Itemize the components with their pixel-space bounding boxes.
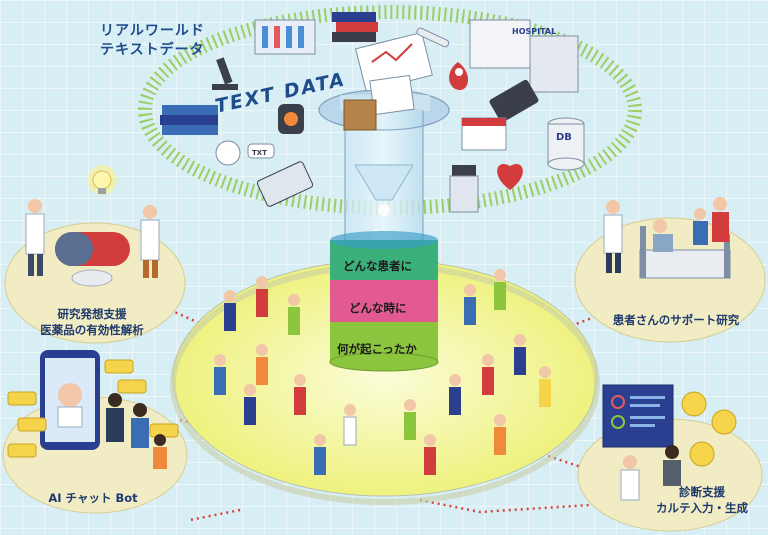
title-line-2: テキストデータ xyxy=(100,42,205,58)
smartphone-icon xyxy=(40,350,100,450)
test-tubes-icon xyxy=(254,19,316,55)
heart-monitor-icon xyxy=(497,164,523,190)
band-1 xyxy=(330,240,438,280)
crowd-figures xyxy=(214,269,551,475)
doctor-patient-figures xyxy=(620,445,681,501)
medicine-bottle-icon xyxy=(449,165,479,213)
drug-research-line-2: 医薬品の有効性解析 xyxy=(40,323,144,337)
capsule-icon xyxy=(55,232,130,287)
band-3-label: 何が起こったか xyxy=(337,342,417,356)
diagnosis-line-2: カルテ入力・生成 xyxy=(656,501,748,515)
db-label: DB xyxy=(556,132,572,143)
data-funnel-column xyxy=(318,74,450,372)
band-1-label: どんな患者に xyxy=(343,259,412,273)
tablet-device-icon xyxy=(256,161,314,207)
diagnosis-screen-icon xyxy=(602,384,737,467)
thermometer-icon xyxy=(416,27,450,48)
txt-label: TXT xyxy=(252,149,267,157)
hospital-label: HOSPITAL xyxy=(512,27,556,36)
band-2-label: どんな時に xyxy=(349,301,407,315)
calendar-icon xyxy=(461,117,507,151)
database-icon: DB xyxy=(547,117,585,171)
lightbulb-icon xyxy=(87,165,117,195)
patient-support-label: 患者さんのサポート研究 xyxy=(612,313,740,327)
book-stack-icon xyxy=(160,105,218,135)
drug-research-label: 研究発想支援 医薬品の有効性解析 xyxy=(12,306,172,338)
band-2 xyxy=(330,280,438,322)
title-line-1: リアルワールド xyxy=(100,23,205,39)
diagnosis-label: 診断支援 カルテ入力・生成 xyxy=(640,484,764,516)
hospital-icon: HOSPITAL xyxy=(469,19,579,93)
smartwatch-icon xyxy=(278,104,304,134)
drug-research-line-1: 研究発想支援 xyxy=(57,307,127,321)
chat-bubble-icons xyxy=(7,359,179,458)
caregiver-figures xyxy=(603,197,729,273)
document-stack-icon xyxy=(343,74,415,131)
page-title: リアルワールド テキストデータ xyxy=(100,22,205,60)
diagnosis-line-1: 診断支援 xyxy=(679,485,725,499)
books-icon xyxy=(332,12,378,42)
band-3 xyxy=(330,322,438,362)
tablet-icon xyxy=(489,79,539,123)
map-pin-icon xyxy=(449,62,468,90)
microscope-icon xyxy=(212,57,238,90)
chatbot-label: AI チャット Bot xyxy=(48,491,138,505)
data-ring xyxy=(138,5,642,215)
chat-users xyxy=(106,393,167,469)
scientist-figure xyxy=(25,199,160,278)
hospital-bed-icon xyxy=(639,219,731,279)
speech-head-icon: TXT xyxy=(215,140,275,166)
